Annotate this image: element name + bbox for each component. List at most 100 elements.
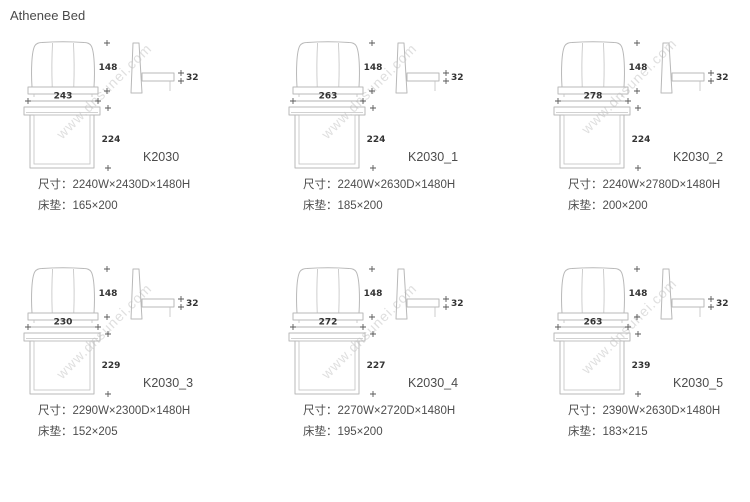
side-view-drawing (395, 268, 440, 320)
front-view-drawing (27, 41, 99, 97)
model-name: K2030 (143, 150, 179, 164)
top-view-drawing (288, 106, 366, 169)
size-spec: 尺寸：2390W×2630D×1480H (540, 401, 750, 422)
product-cell: 148 263 32 (275, 35, 525, 217)
front-view-drawing (557, 41, 629, 97)
side-view-drawing (395, 42, 440, 94)
front-width-dimension: 263 (290, 92, 366, 104)
mattress-spec: 床垫：165×200 (10, 196, 260, 217)
side-thickness-dimension: 32 (178, 296, 199, 310)
mattress-label: 床垫： (303, 426, 338, 438)
front-height-dimension: 148 (364, 266, 383, 320)
product-grid: 148 243 32 (10, 35, 750, 443)
front-height-dimension: 148 (364, 40, 382, 94)
top-depth-dim-label: 229 (102, 361, 121, 371)
side-view-drawing (130, 268, 175, 320)
top-depth-dimension: 239 (632, 331, 650, 397)
front-width-dimension: 263 (555, 318, 631, 330)
bed-technical-drawing: 148 278 32 (553, 40, 729, 171)
front-view-drawing (557, 267, 629, 323)
side-thickness-dimension: 32 (178, 70, 199, 84)
mattress-spec: 床垫：152×205 (10, 422, 260, 443)
front-height-dimension: 148 (99, 40, 117, 94)
product-cell: 148 243 32 (10, 35, 260, 217)
front-view-drawing (292, 41, 364, 97)
side-thickness-dim-label: 32 (186, 299, 199, 309)
mattress-value: 165×200 (72, 200, 118, 212)
mattress-value: 195×200 (337, 426, 383, 438)
front-width-dim-label: 263 (319, 92, 338, 102)
product-cell: 148 272 32 (275, 261, 525, 443)
product-cell: 148 278 32 (540, 35, 750, 217)
side-thickness-dimension: 32 (708, 296, 729, 310)
bed-technical-drawing: 148 243 32 (23, 40, 199, 171)
front-height-dim-label: 148 (364, 289, 383, 299)
model-name: K2030_5 (673, 376, 723, 390)
top-view-drawing (553, 332, 631, 395)
top-view-drawing (23, 106, 101, 169)
size-spec: 尺寸：2290W×2300D×1480H (10, 401, 260, 422)
mattress-label: 床垫： (303, 200, 338, 212)
mattress-value: 185×200 (337, 200, 383, 212)
front-width-dim-label: 278 (584, 92, 603, 102)
size-label: 尺寸： (303, 405, 338, 417)
mattress-spec: 床垫：195×200 (275, 422, 525, 443)
size-spec: 尺寸：2270W×2720D×1480H (275, 401, 525, 422)
top-depth-dimension: 224 (367, 105, 386, 171)
top-depth-dim-label: 224 (367, 135, 386, 145)
front-height-dim-label: 148 (629, 63, 648, 73)
size-value: 2240W×2430D×1480H (72, 179, 191, 191)
size-label: 尺寸： (568, 405, 603, 417)
size-label: 尺寸： (38, 179, 73, 191)
side-view-drawing (660, 268, 705, 320)
size-spec: 尺寸：2240W×2630D×1480H (275, 175, 525, 196)
front-height-dimension: 148 (629, 40, 648, 94)
front-width-dim-label: 263 (584, 318, 603, 328)
top-view-drawing (288, 332, 366, 395)
product-cell: 148 230 32 (10, 261, 260, 443)
front-width-dim-label: 243 (54, 92, 73, 102)
size-spec: 尺寸：2240W×2780D×1480H (540, 175, 750, 196)
mattress-spec: 床垫：185×200 (275, 196, 525, 217)
model-name: K2030_4 (408, 376, 458, 390)
bed-technical-drawing: 148 263 32 (288, 40, 464, 171)
top-depth-dimension: 224 (632, 105, 651, 171)
side-thickness-dim-label: 32 (716, 299, 729, 309)
size-value: 2240W×2630D×1480H (337, 179, 456, 191)
front-height-dimension: 148 (99, 266, 118, 320)
side-thickness-dim-label: 32 (716, 73, 729, 83)
front-width-dimension: 243 (25, 92, 101, 104)
model-name: K2030_2 (673, 150, 723, 164)
front-width-dimension: 278 (555, 92, 631, 104)
size-label: 尺寸： (38, 405, 73, 417)
side-thickness-dim-label: 32 (451, 73, 464, 83)
mattress-value: 152×205 (72, 426, 118, 438)
front-width-dimension: 230 (25, 318, 101, 330)
mattress-value: 200×200 (602, 200, 648, 212)
side-thickness-dimension: 32 (708, 70, 729, 84)
size-value: 2240W×2780D×1480H (602, 179, 721, 191)
front-height-dimension: 148 (629, 266, 647, 320)
side-thickness-dim-label: 32 (451, 299, 464, 309)
size-value: 2270W×2720D×1480H (337, 405, 456, 417)
front-width-dim-label: 230 (54, 318, 73, 328)
top-depth-dim-label: 224 (632, 135, 651, 145)
mattress-value: 183×215 (602, 426, 648, 438)
bed-technical-drawing: 148 272 32 (288, 266, 464, 397)
model-name: K2030_1 (408, 150, 458, 164)
side-thickness-dimension: 32 (443, 70, 464, 84)
top-view-drawing (23, 332, 101, 395)
front-height-dim-label: 148 (99, 289, 118, 299)
size-label: 尺寸： (303, 179, 338, 191)
bed-technical-drawing: 148 230 32 (23, 266, 199, 397)
top-depth-dimension: 224 (102, 105, 120, 171)
mattress-label: 床垫： (568, 200, 603, 212)
model-name: K2030_3 (143, 376, 193, 390)
mattress-spec: 床垫：183×215 (540, 422, 750, 443)
top-depth-dim-label: 227 (367, 361, 386, 371)
bed-technical-drawing: 148 263 32 (553, 266, 729, 397)
mattress-label: 床垫： (38, 426, 73, 438)
front-width-dimension: 272 (290, 318, 366, 330)
top-depth-dimension: 227 (367, 331, 386, 397)
side-view-drawing (130, 42, 175, 94)
